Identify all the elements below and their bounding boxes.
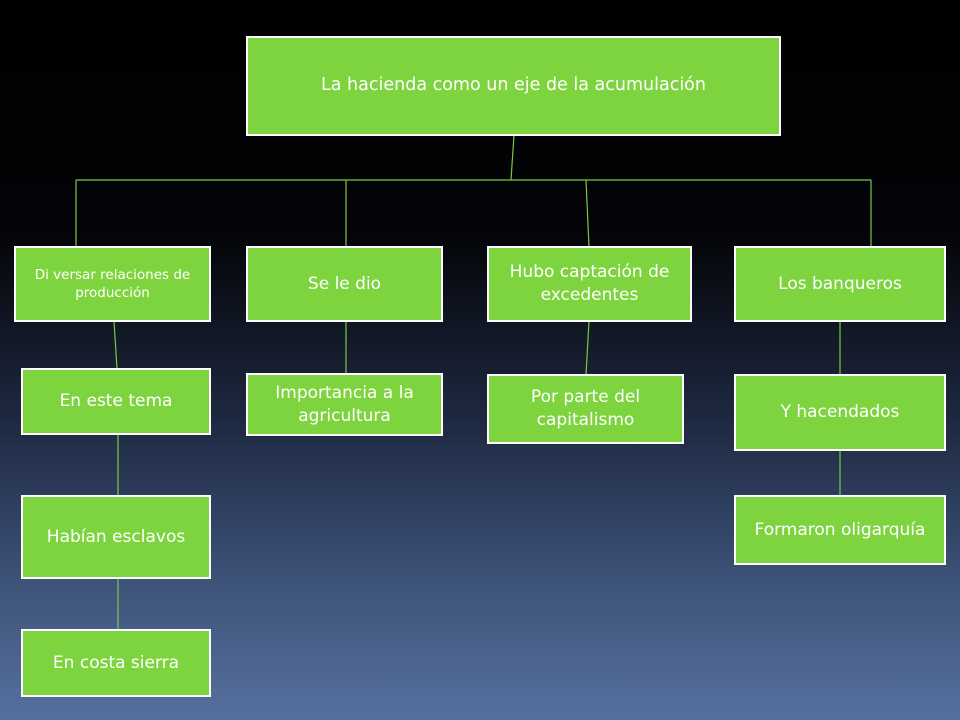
connector-bus-col3 <box>585 179 590 248</box>
node-en-costa-sierra: En costa sierra <box>21 629 211 697</box>
connector-col3-1-2 <box>585 320 590 376</box>
node-por-parte-capitalismo: Por parte del capitalismo <box>487 374 684 444</box>
node-importancia-agricultura: Importancia a la agricultura <box>246 373 443 436</box>
node-hubo-captacion: Hubo captación de excedentes <box>487 246 692 322</box>
node-di-versar-relaciones: Di versar relaciones de producción <box>14 246 211 322</box>
node-los-banqueros: Los banqueros <box>734 246 946 322</box>
connector-col1-1-2 <box>113 320 118 370</box>
node-y-hacendados: Y hacendados <box>734 374 946 451</box>
root-node: La hacienda como un eje de la acumulació… <box>246 36 781 136</box>
node-habian-esclavos: Habían esclavos <box>21 495 211 579</box>
node-se-le-dio: Se le dio <box>246 246 443 322</box>
node-en-este-tema: En este tema <box>21 368 211 435</box>
node-formaron-oligarquia: Formaron oligarquía <box>734 495 946 565</box>
connector-root-bus <box>510 134 515 181</box>
